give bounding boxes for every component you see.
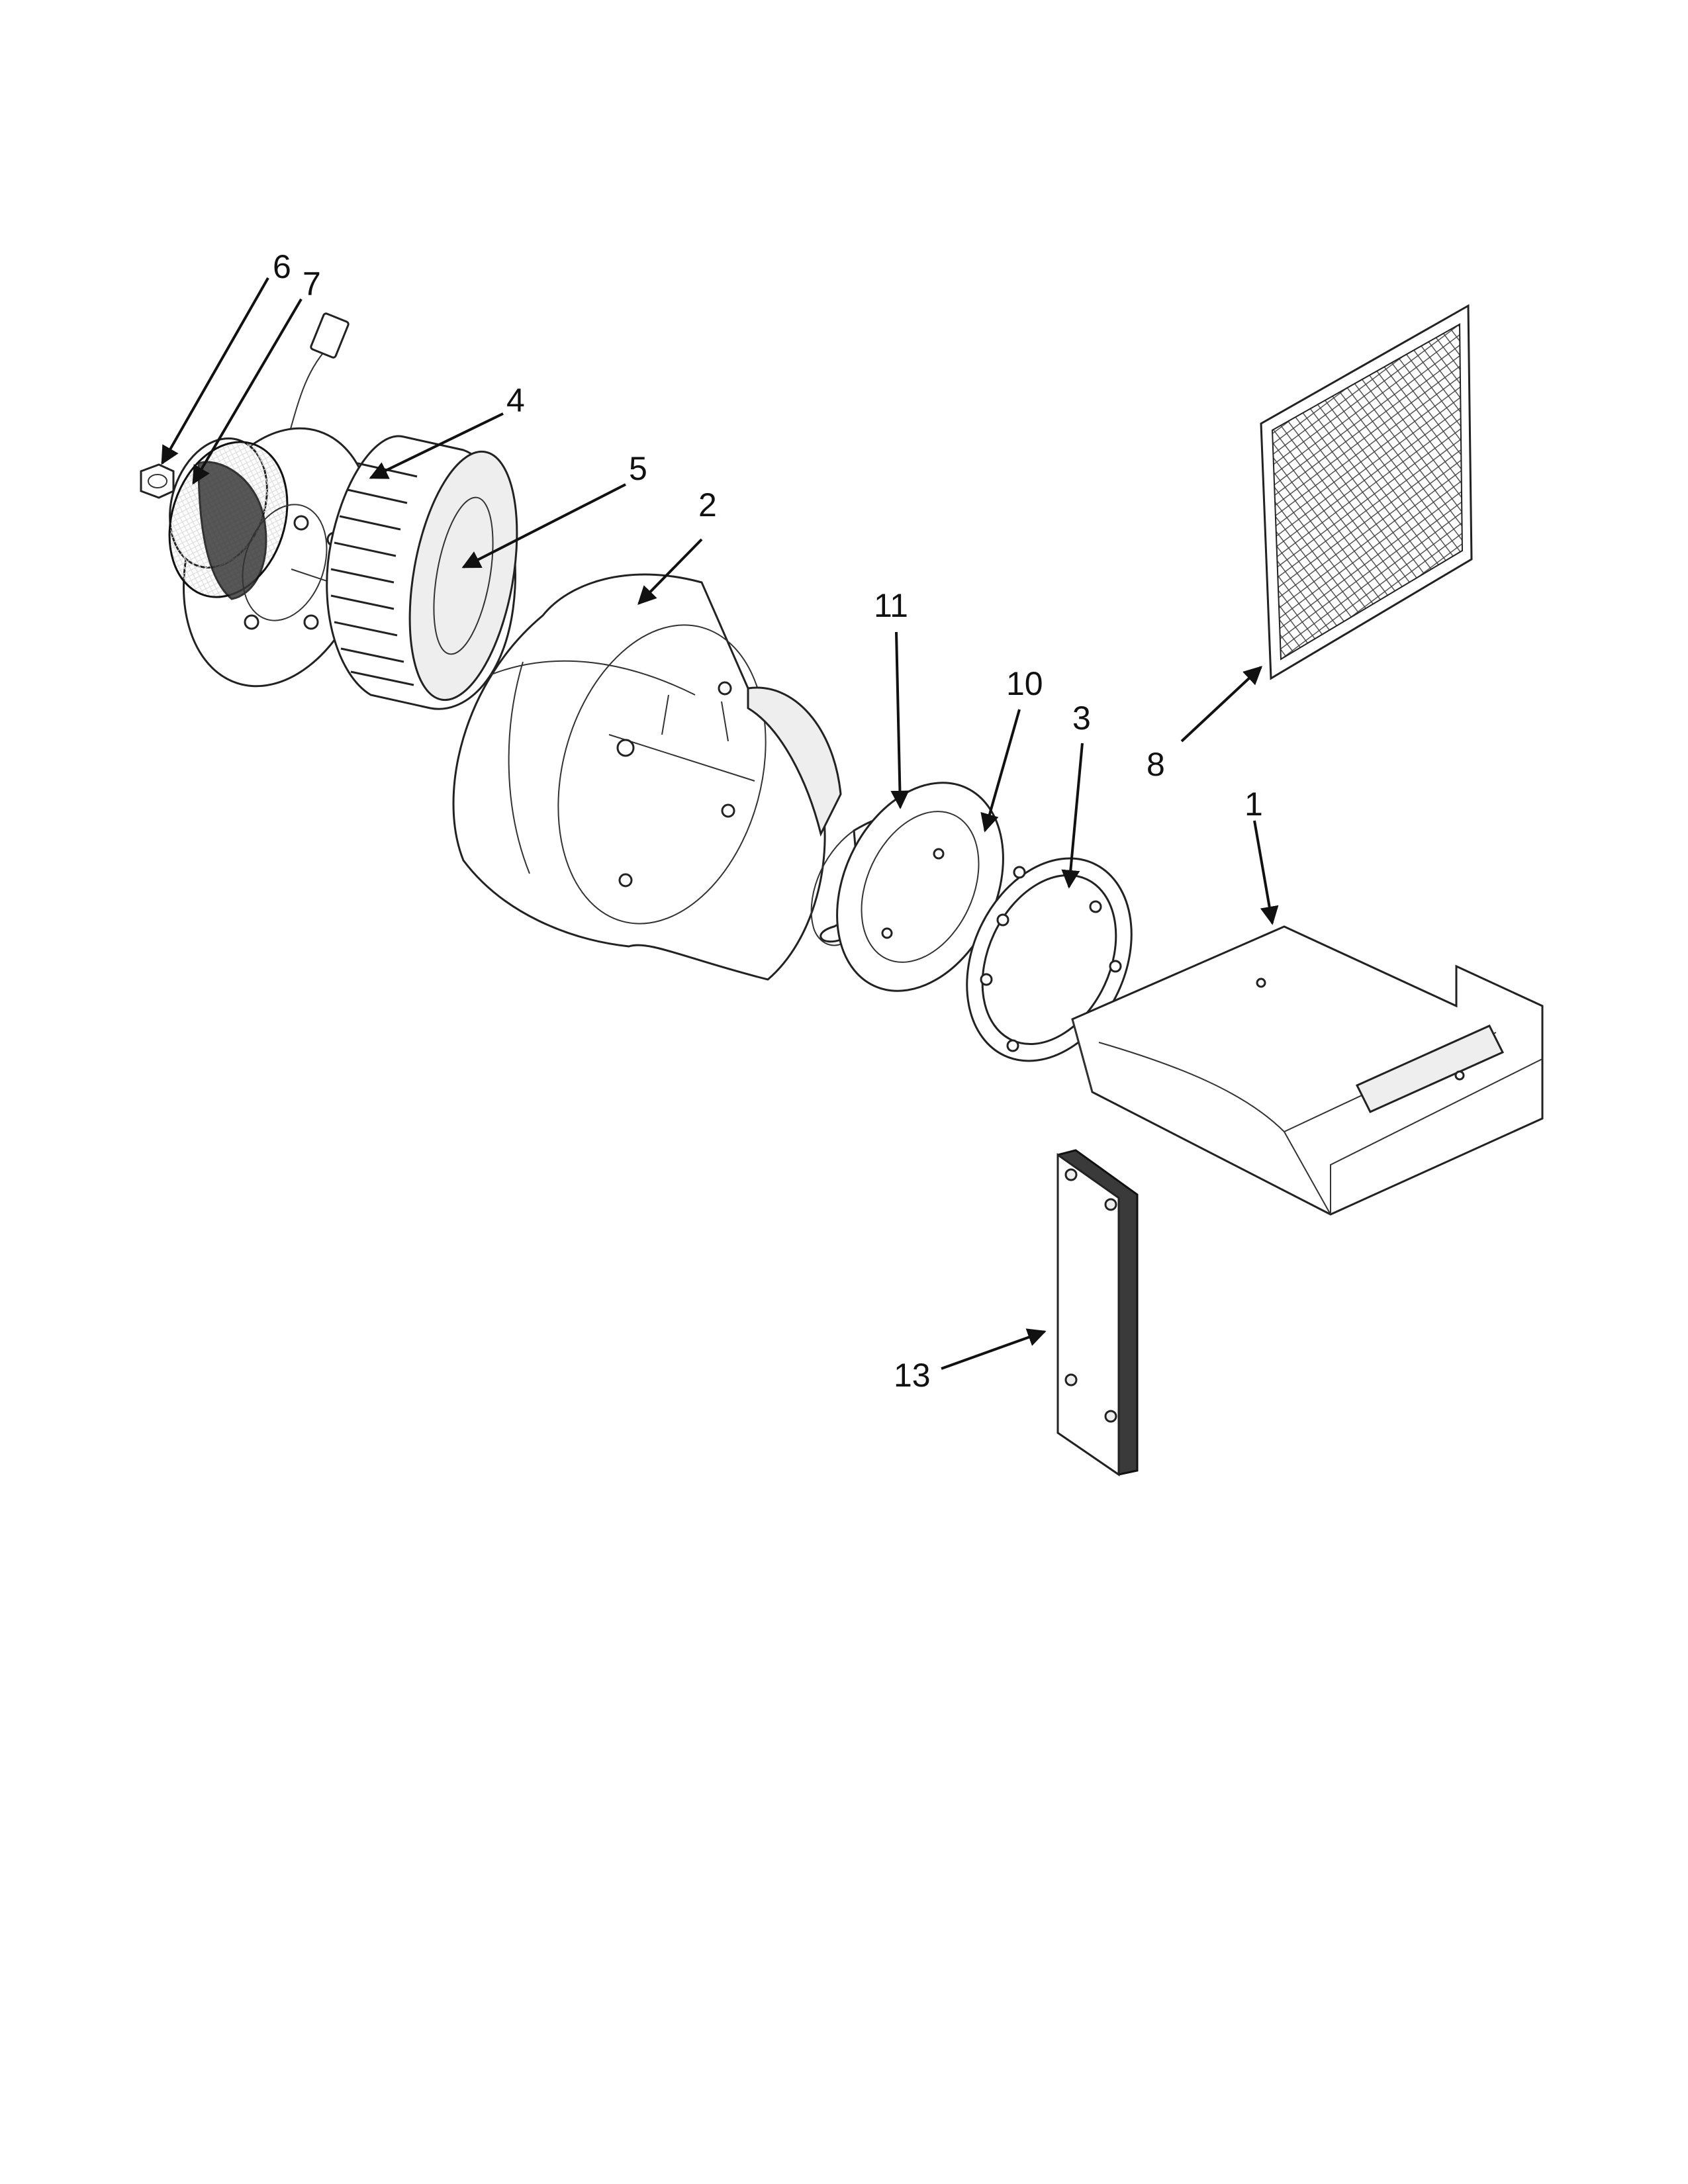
callout-6: 6 (273, 248, 291, 285)
part-8-grille (1260, 304, 1473, 680)
leader-2 (637, 538, 703, 606)
part-10-plate (836, 782, 1004, 992)
part-3-gasket-ring (966, 857, 1133, 1062)
callout-3: 3 (1072, 700, 1091, 737)
callout-5: 5 (629, 450, 647, 487)
part-5-blower-wheel (326, 435, 518, 710)
callout-10: 10 (1006, 665, 1043, 702)
part-1-bracket (1071, 925, 1544, 1216)
part-4-motor (168, 312, 373, 688)
leader-6 (161, 277, 269, 465)
leader-5 (461, 483, 626, 569)
leader-4 (369, 412, 504, 479)
callout-7: 7 (303, 265, 321, 302)
leader-11 (890, 631, 910, 809)
leader-7 (192, 298, 303, 485)
callout-8: 8 (1147, 746, 1165, 783)
leader-13 (941, 1328, 1047, 1370)
part-13-panel (1056, 1149, 1139, 1477)
part-2-blower-housing (452, 573, 842, 981)
callout-labels: 6 7 4 5 2 11 10 3 8 1 13 (273, 248, 1263, 1394)
leader-1 (1253, 820, 1279, 925)
callout-2: 2 (698, 486, 717, 523)
callout-1: 1 (1244, 786, 1263, 823)
callout-4: 4 (506, 382, 525, 419)
leader-8 (1180, 666, 1263, 743)
leader-lines (161, 277, 1279, 1370)
part-6-nut (140, 463, 175, 499)
callout-13: 13 (894, 1357, 931, 1394)
callout-11: 11 (874, 587, 908, 624)
leader-3 (1061, 743, 1084, 889)
leader-10 (980, 709, 1021, 833)
